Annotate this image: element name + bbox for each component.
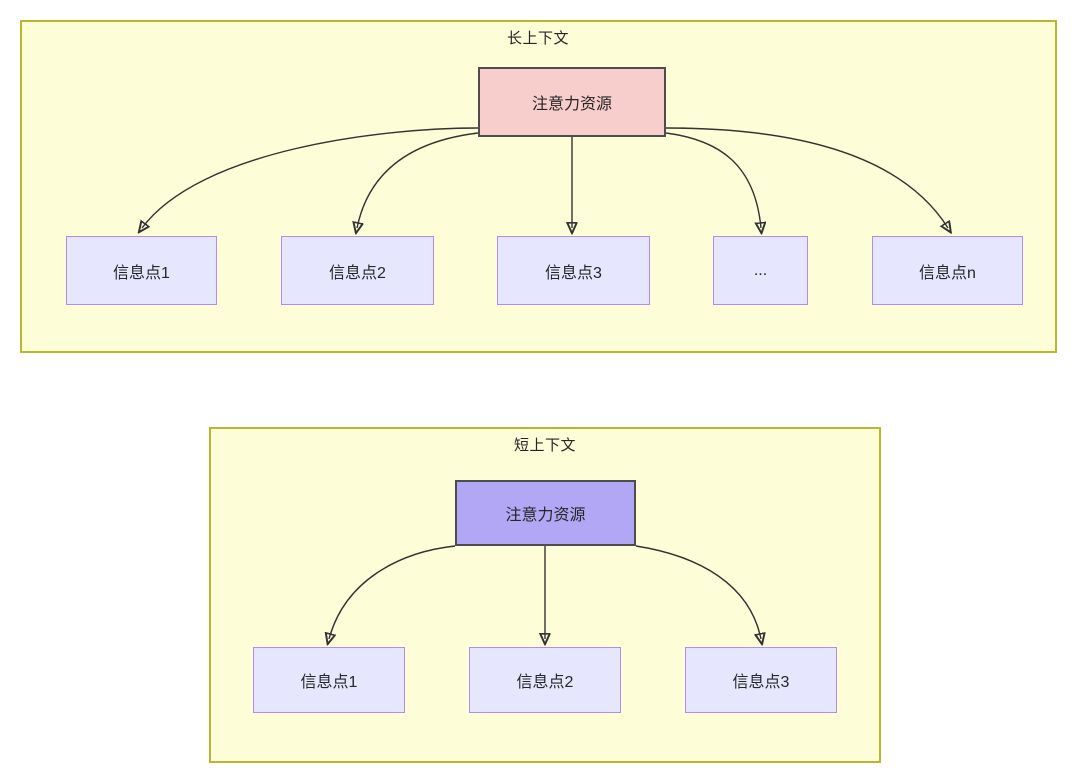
- long-context-attention-resource-node[interactable]: 注意力资源: [478, 67, 666, 137]
- short-context-title: 短上下文: [513, 437, 577, 454]
- short-context-leaf-node[interactable]: 信息点1: [253, 647, 405, 713]
- long-context-leaf-node[interactable]: 信息点3: [497, 236, 650, 305]
- short-context-attention-resource-node[interactable]: 注意力资源: [455, 480, 636, 546]
- long-context-leaf-node[interactable]: 信息点2: [281, 236, 434, 305]
- long-context-leaf-node[interactable]: 信息点n: [872, 236, 1023, 305]
- long-context-leaf-node[interactable]: ...: [713, 236, 808, 305]
- long-context-leaf-node[interactable]: 信息点1: [66, 236, 217, 305]
- short-context-leaf-node[interactable]: 信息点3: [685, 647, 837, 713]
- short-context-leaf-node[interactable]: 信息点2: [469, 647, 621, 713]
- long-context-title: 长上下文: [506, 30, 570, 47]
